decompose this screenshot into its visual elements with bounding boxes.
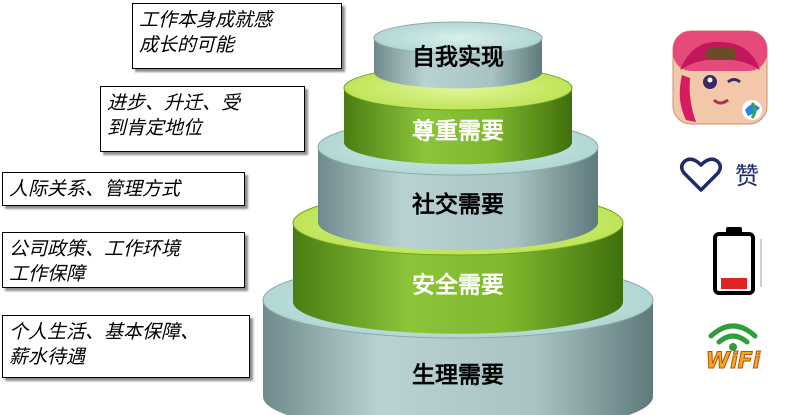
wifi-label: WiFi [706, 349, 761, 372]
like-label: 赞 [735, 162, 759, 190]
battery-level-fill [721, 278, 747, 289]
pyramid-level-label: 社交需要 [412, 191, 504, 218]
battery-low-icon [713, 227, 762, 295]
heart-icon [680, 157, 722, 192]
note-box-level-1: 工作本身成就感 成长的可能 [132, 3, 342, 69]
pyramid-level-1: 自我实现 [373, 21, 543, 89]
svg-text:·: · [760, 367, 761, 372]
pyramid-level-label: 尊重需要 [412, 118, 504, 145]
pyramid-level-side [318, 147, 598, 251]
note-box-level-5: 个人生活、基本保障、 薪水待遇 [2, 315, 250, 378]
game-avatar-icon [672, 30, 768, 125]
pyramid-level-top [373, 21, 543, 55]
pyramid-level-label: 安全需要 [412, 272, 504, 299]
pyramid-level-label: 生理需要 [412, 363, 504, 389]
note-box-level-3: 人际关系、管理方式 [2, 172, 245, 206]
note-box-level-4: 公司政策、工作环境 工作保障 [2, 232, 245, 288]
pyramid-level-label: 自我实现 [412, 44, 504, 71]
wifi-icon: WiFi · [705, 323, 762, 372]
note-box-level-2: 进步、升迁、受 到肯定地位 [100, 86, 305, 152]
